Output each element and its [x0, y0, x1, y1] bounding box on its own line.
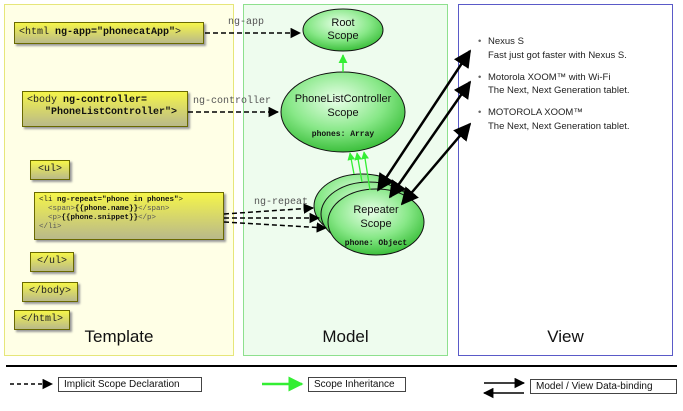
- root-scope-label: Root Scope: [327, 17, 359, 42]
- html-open-tag: <html ng-app="phonecatApp">: [14, 22, 204, 44]
- ul-close-tag: </ul>: [30, 252, 74, 272]
- inherit-arrow-repeater-1: [347, 152, 356, 175]
- repeater-scope-label: Repeater Scope phone: Object: [344, 204, 408, 248]
- inherit-arrow-repeater-3: [361, 151, 371, 191]
- html-close-tag: </html>: [14, 310, 70, 330]
- model-title: Model: [322, 327, 369, 346]
- legend-binding-label: Model / View Data-binding: [530, 379, 677, 394]
- controller-scope-label: PhoneListController Scope phones: Array: [294, 93, 392, 139]
- repeater-scope-ellipse-front: [327, 188, 425, 256]
- view-title: View: [547, 327, 584, 346]
- legend-implicit-label: Implicit Scope Declaration: [58, 377, 202, 392]
- ng-repeat-label: ng-repeat: [254, 197, 309, 208]
- ul-open-tag: <ul>: [30, 160, 70, 180]
- ng-repeat-dashed-arrow-3: [223, 221, 328, 233]
- ng-app-label: ng-app: [228, 17, 265, 28]
- view-panel: View: [458, 4, 673, 356]
- binding-arrow-3: [400, 122, 472, 206]
- body-close-tag: </body>: [22, 282, 78, 302]
- ng-controller-label: ng-controller: [193, 96, 272, 107]
- template-title: Template: [84, 327, 154, 346]
- inherit-arrow-repeater-2: [354, 152, 363, 183]
- legend-inheritance-label: Scope Inheritance: [308, 377, 406, 392]
- li-repeat-block: <li ng-repeat="phone in phones"> <span>{…: [34, 192, 224, 240]
- root-scope-ellipse: [302, 8, 384, 52]
- body-open-tag: <body ng-controller= "PhoneListControlle…: [22, 91, 188, 127]
- ng-repeat-dashed-arrow-1: [223, 203, 315, 215]
